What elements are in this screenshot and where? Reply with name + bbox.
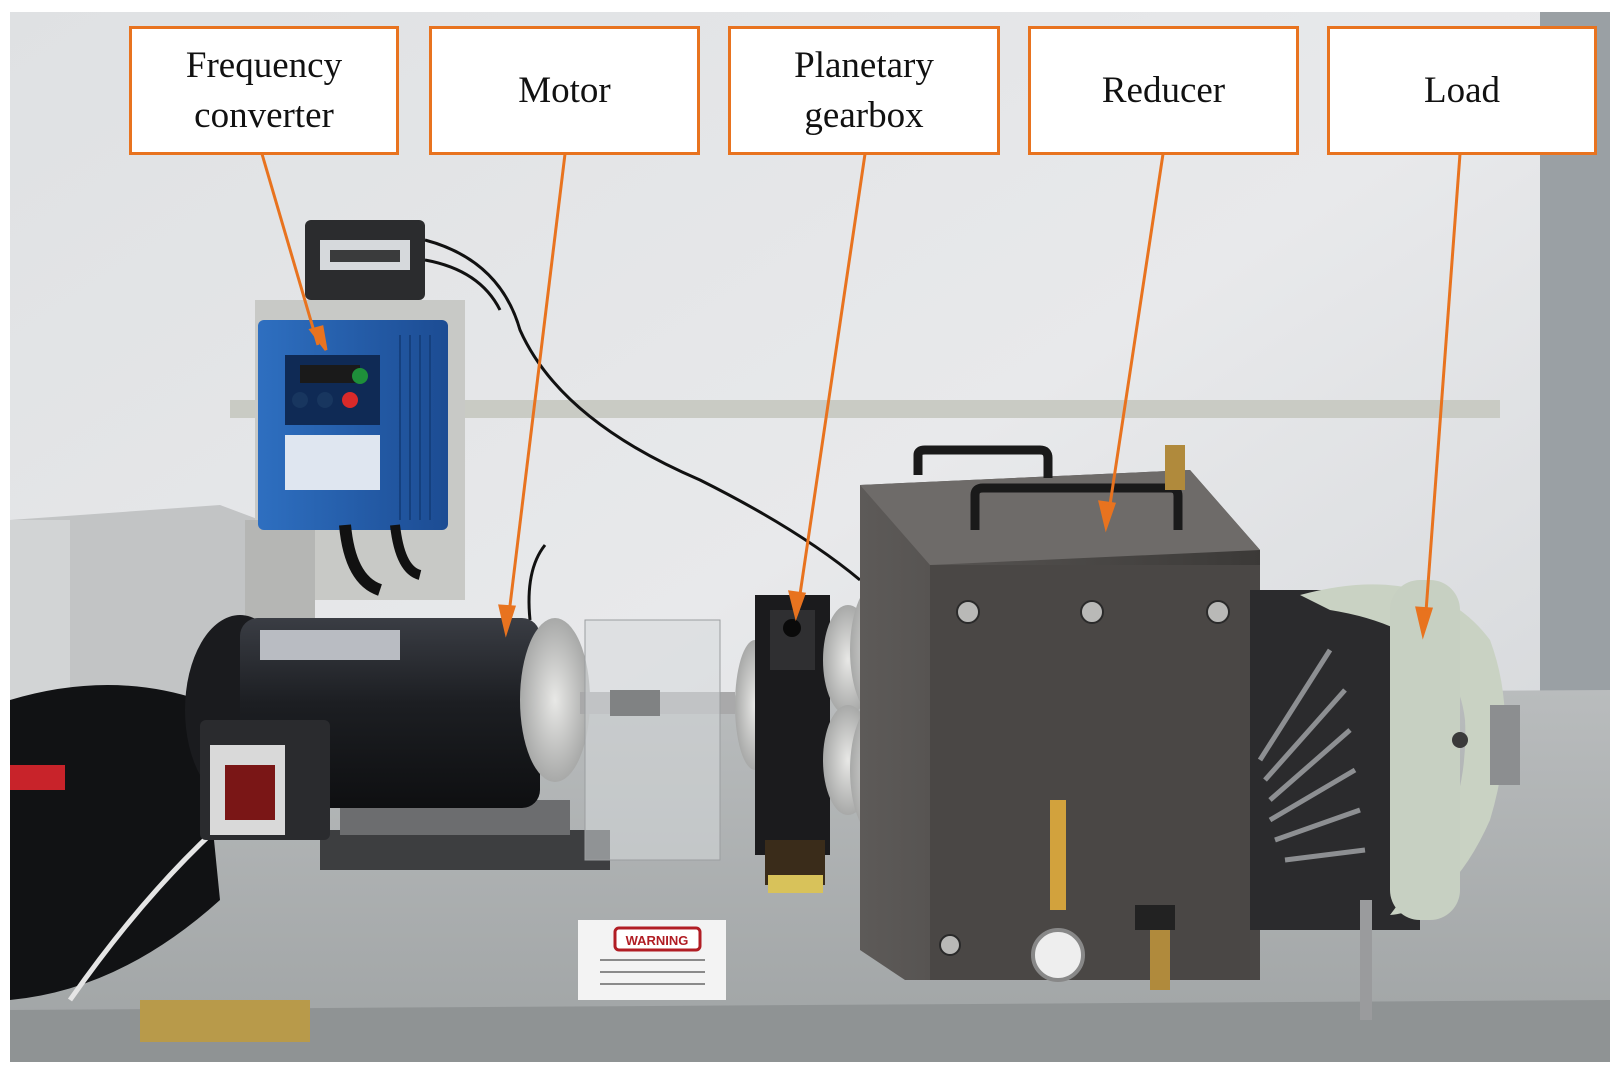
label-load: Load	[1327, 26, 1597, 155]
nameplate	[140, 1000, 310, 1042]
motor-base	[320, 830, 610, 870]
wall-rail	[230, 400, 1500, 418]
callout-line-motor	[506, 153, 567, 623]
coupling-guard	[10, 685, 220, 1000]
clear-guard	[584, 619, 721, 861]
pressure-gauge	[1031, 928, 1085, 982]
label-reducer-text: Reducer	[1101, 69, 1226, 111]
label-motor: Motor	[429, 26, 700, 155]
label-frequency-converter: Frequency converter	[129, 26, 399, 155]
label-motor-text: Motor	[518, 69, 611, 111]
label-planetary-gearbox-text: Planetary gearbox	[794, 44, 934, 136]
callout-line-planetary-gearbox	[796, 153, 867, 609]
callout-line-reducer	[1106, 153, 1165, 519]
callout-line-frequency-converter	[260, 153, 320, 346]
label-frequency-converter-text: Frequency converter	[185, 44, 343, 136]
motor-flange	[520, 618, 590, 782]
callout-line-load	[1423, 153, 1462, 626]
label-reducer: Reducer	[1028, 26, 1299, 155]
label-load-text: Load	[1423, 69, 1501, 111]
label-planetary-gearbox: Planetary gearbox	[728, 26, 1000, 155]
warning-sign: WARNING	[626, 933, 689, 948]
